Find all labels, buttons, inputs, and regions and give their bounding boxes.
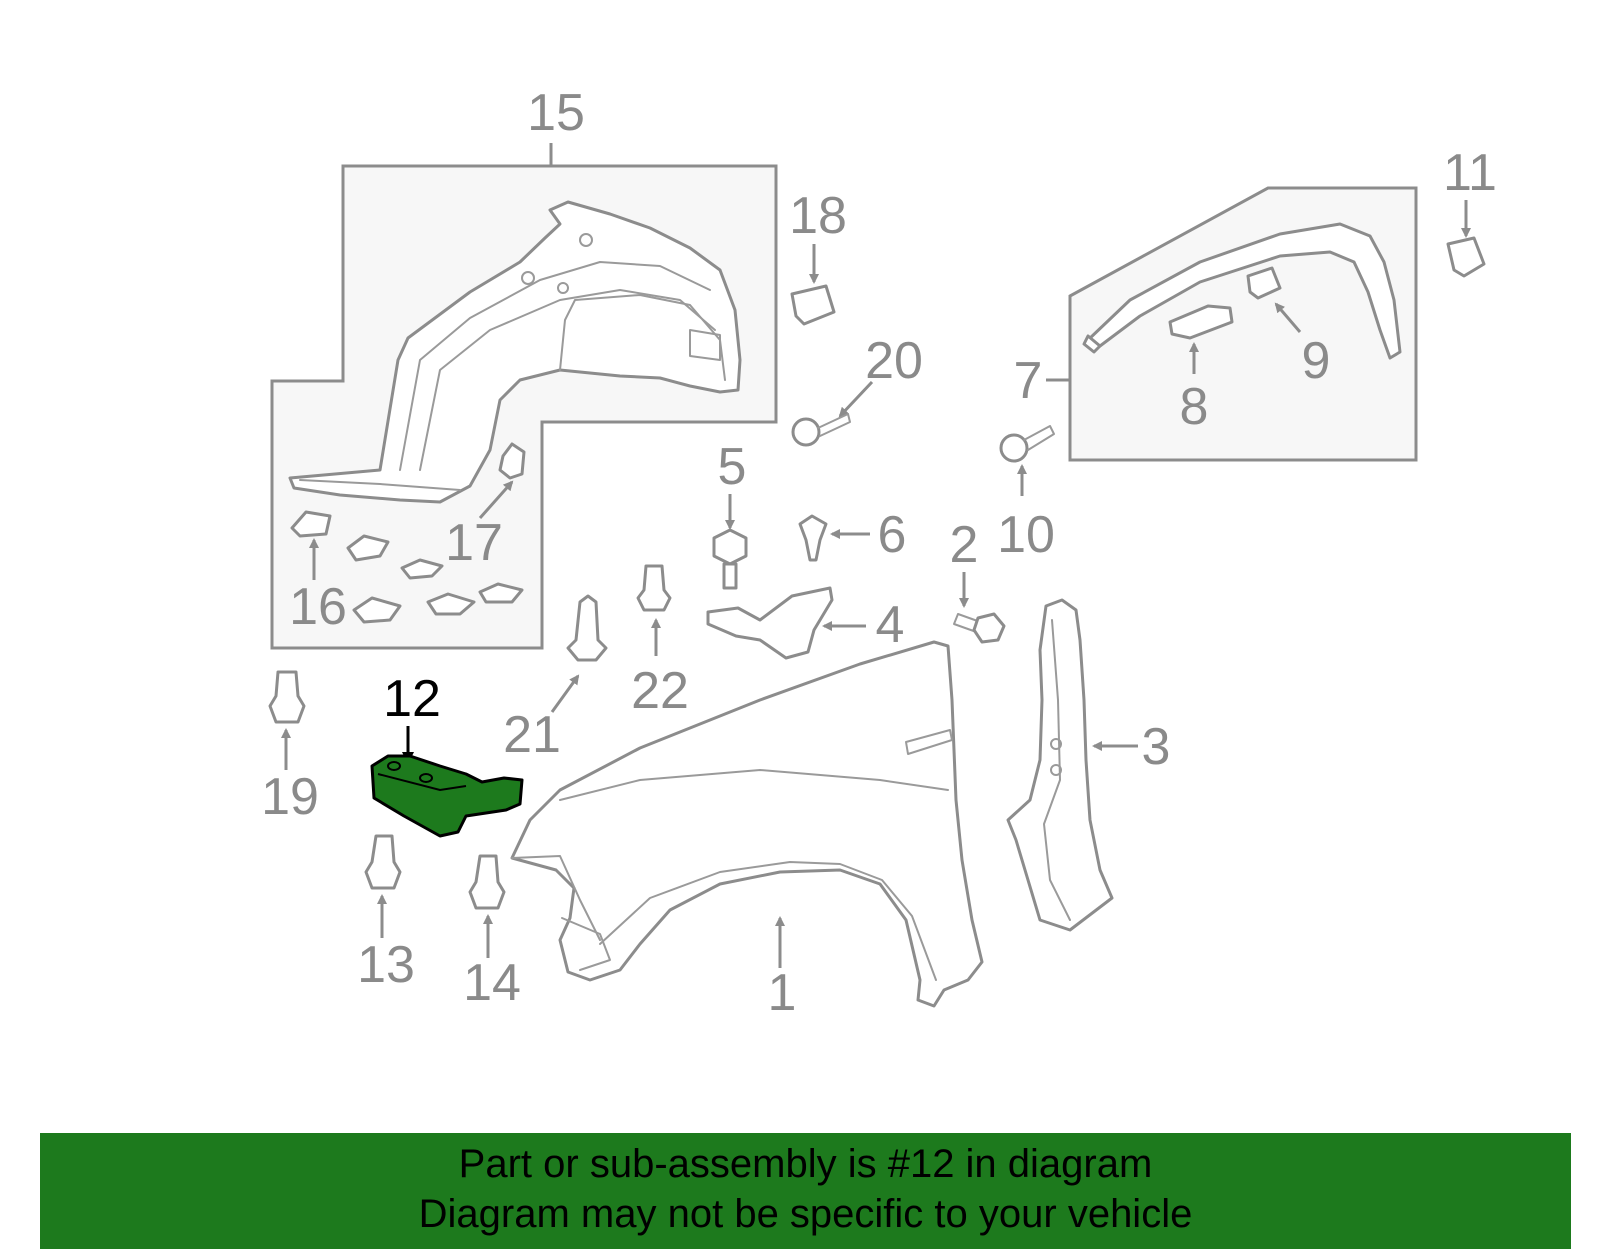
front-fender [510, 640, 984, 1008]
part-18-nut [790, 284, 836, 326]
part-18-group: 18 [789, 187, 847, 326]
part-6-clip [798, 514, 828, 562]
info-banner: Part or sub-assembly is #12 in diagram D… [40, 1133, 1571, 1249]
banner-line-1: Part or sub-assembly is #12 in diagram [458, 1142, 1153, 1186]
part-12-bracket[interactable] [370, 754, 524, 838]
label-13: 13 [357, 936, 415, 994]
label-7: 7 [1014, 352, 1043, 410]
part-4-group: 4 [706, 586, 905, 660]
part-7-box [1068, 186, 1418, 462]
part-22-group: 22 [631, 564, 689, 720]
label-21: 21 [503, 706, 561, 764]
label-20: 20 [865, 332, 923, 390]
part-13-bolt [364, 834, 402, 890]
wheel-arch-molding [1086, 222, 1402, 360]
fender-liner [288, 200, 742, 504]
label-8: 8 [1180, 378, 1209, 436]
part-9-clip [1246, 266, 1282, 300]
label-3: 3 [1142, 718, 1171, 776]
label-15: 15 [527, 84, 585, 142]
part-20-group: 20 [791, 332, 923, 447]
label-2: 2 [950, 516, 979, 574]
part-11-group: 11 [1443, 144, 1497, 278]
part-5-bolt [712, 528, 748, 566]
label-9: 9 [1302, 332, 1331, 390]
part-7-group: 7 8 9 [1014, 186, 1418, 462]
part-2-bolt [972, 612, 1006, 644]
part-14-group: 14 [463, 854, 521, 1012]
part-6-group: 6 [798, 506, 907, 564]
label-11: 11 [1443, 144, 1497, 202]
label-10: 10 [997, 506, 1055, 564]
label-4: 4 [876, 596, 905, 654]
label-6: 6 [878, 506, 907, 564]
part-4-bracket [706, 586, 834, 660]
part-10-bolt [999, 433, 1029, 463]
part-5-group: 5 [712, 438, 748, 590]
label-12: 12 [383, 670, 441, 728]
label-16: 16 [289, 578, 347, 636]
part-8-tape [1168, 304, 1234, 340]
part-16-clips [290, 510, 524, 624]
part-20-bolt [791, 417, 821, 447]
parts-diagram: 15 17 16 18 20 [261, 84, 1497, 1022]
part-21-group: 21 [503, 594, 608, 764]
part-13-group: 13 [357, 834, 415, 994]
part-12-group[interactable]: 12 [370, 670, 524, 838]
part-15-group: 15 17 16 [270, 84, 778, 650]
part-15-box [270, 164, 778, 650]
label-5: 5 [718, 438, 747, 496]
part-17-clip [498, 442, 526, 480]
part-19-group: 19 [261, 670, 319, 826]
label-19: 19 [261, 768, 319, 826]
part-10-group: 10 [997, 425, 1055, 564]
part-3-group: 3 [1006, 598, 1171, 932]
label-22: 22 [631, 662, 689, 720]
label-14: 14 [463, 954, 521, 1012]
part-21-clip [566, 594, 608, 662]
part-14-bolt [468, 854, 506, 910]
label-17: 17 [445, 514, 503, 572]
part-2-group: 2 [950, 516, 1006, 644]
label-18: 18 [789, 187, 847, 245]
part-22-bolt [636, 564, 672, 612]
part-19-bolt [268, 670, 306, 724]
label-1: 1 [768, 964, 797, 1022]
part-1-group: 1 [510, 640, 984, 1022]
part-11-clip [1446, 236, 1486, 278]
banner-line-2: Diagram may not be specific to your vehi… [418, 1192, 1193, 1236]
